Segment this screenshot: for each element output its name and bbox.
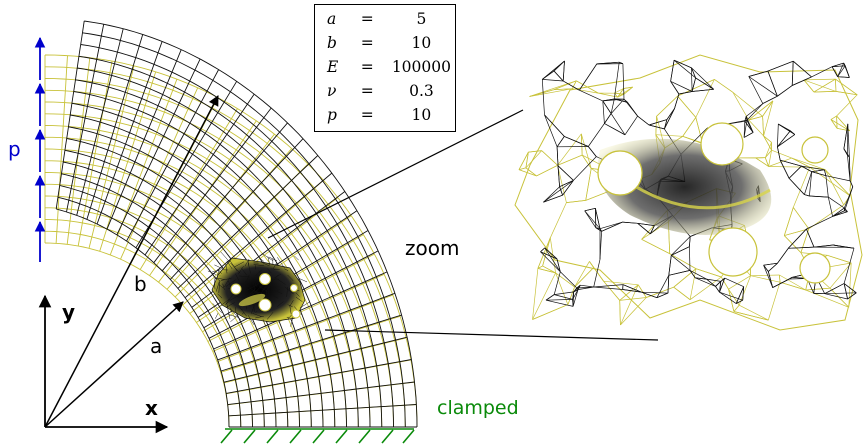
parameter-value: 10 [411,106,432,124]
zoom-hole-4 [801,136,829,164]
hole-region [207,251,310,327]
parameter-symbol: a [327,10,337,28]
radius-a-label: a [150,334,163,358]
zoom-leader-top [267,109,524,239]
parameter-equals: = [360,82,374,100]
zoom-label: zoom [405,236,460,260]
parameter-row: b = 10 [323,31,455,55]
parameter-equals: = [360,10,374,28]
parameter-symbol: p [327,106,337,124]
parameter-symbol: E [327,58,339,76]
radius-b-label: b [134,272,147,296]
clamp-hatching [220,428,415,444]
parameter-row: E = 100000 [323,55,455,79]
parameter-equals: = [360,106,374,124]
radius-a-arrow [44,301,184,428]
parameter-row: p = 10 [323,103,455,127]
parameter-value: 100000 [391,58,451,76]
zoom-leader-bottom [324,329,659,341]
parameter-symbol: ν [327,82,337,100]
parameter-row: a = 5 [323,7,455,31]
parameter-symbol: b [327,34,337,52]
clamped-label: clamped [437,397,519,419]
parameter-equals: = [360,58,374,76]
pressure-label: p [8,137,21,161]
parameter-value: 0.3 [409,82,434,100]
zoom-hole-1 [597,150,643,196]
y-axis-label: y [62,300,76,324]
parameter-value: 5 [416,10,427,28]
parameter-equals: = [360,34,374,52]
x-axis-label: x [145,396,158,420]
zoom-inset [514,54,863,331]
zoom-hole-3 [708,227,758,277]
zoom-hole-2 [700,122,744,166]
parameter-value: 10 [411,34,432,52]
zoom-hole-5 [799,252,831,284]
parameter-row: ν = 0.3 [323,79,455,103]
radius-b-arrow [44,95,219,428]
deformed-mesh [55,20,418,428]
